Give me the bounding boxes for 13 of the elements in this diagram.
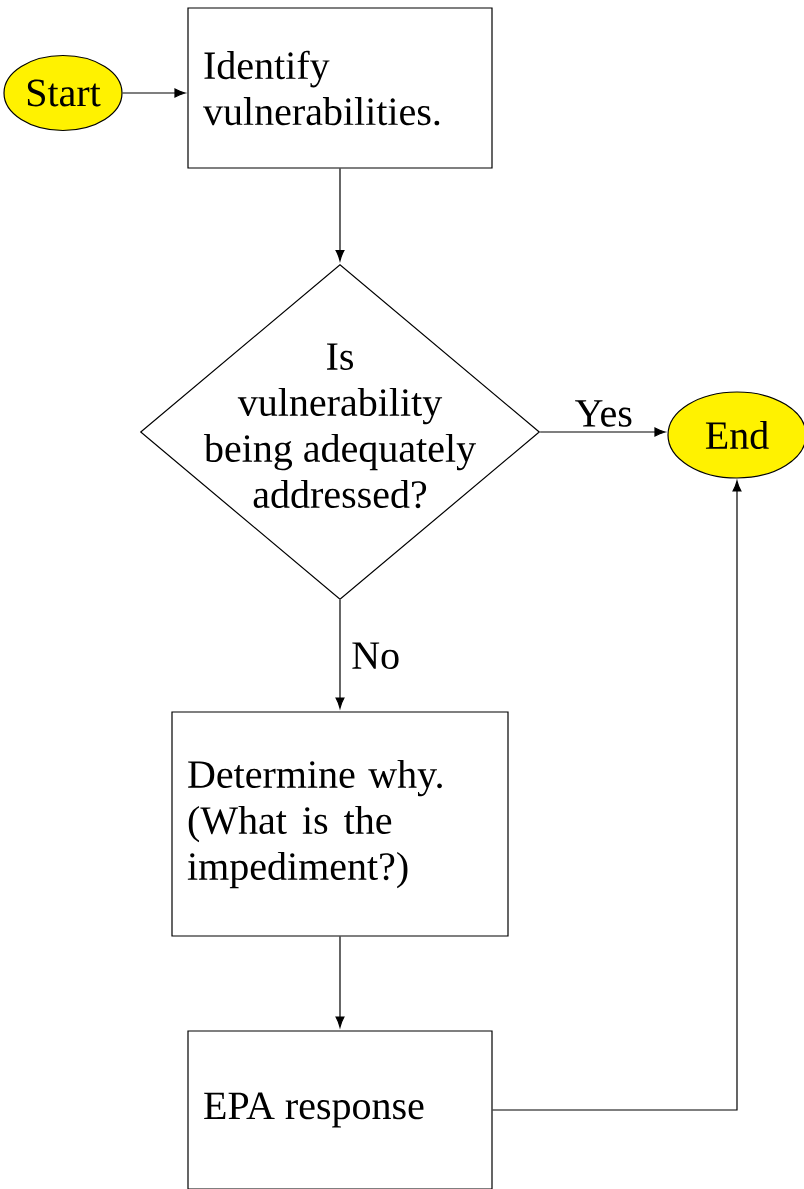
arrow [335, 168, 345, 262]
arrow [492, 480, 742, 1111]
terminal-oval: End [667, 391, 804, 479]
arrow [122, 88, 186, 98]
arrow [335, 936, 345, 1028]
edge-label: Yes [573, 399, 634, 428]
terminal-oval: Start [3, 54, 123, 132]
edge-label: No [350, 641, 402, 671]
process-box: Determine why. (What is the impediment?) [171, 711, 509, 937]
arrow [539, 427, 666, 437]
arrow [335, 599, 345, 709]
process-box: Identify vulnerabilities. [187, 7, 493, 169]
process-box: EPA response [187, 1030, 493, 1189]
